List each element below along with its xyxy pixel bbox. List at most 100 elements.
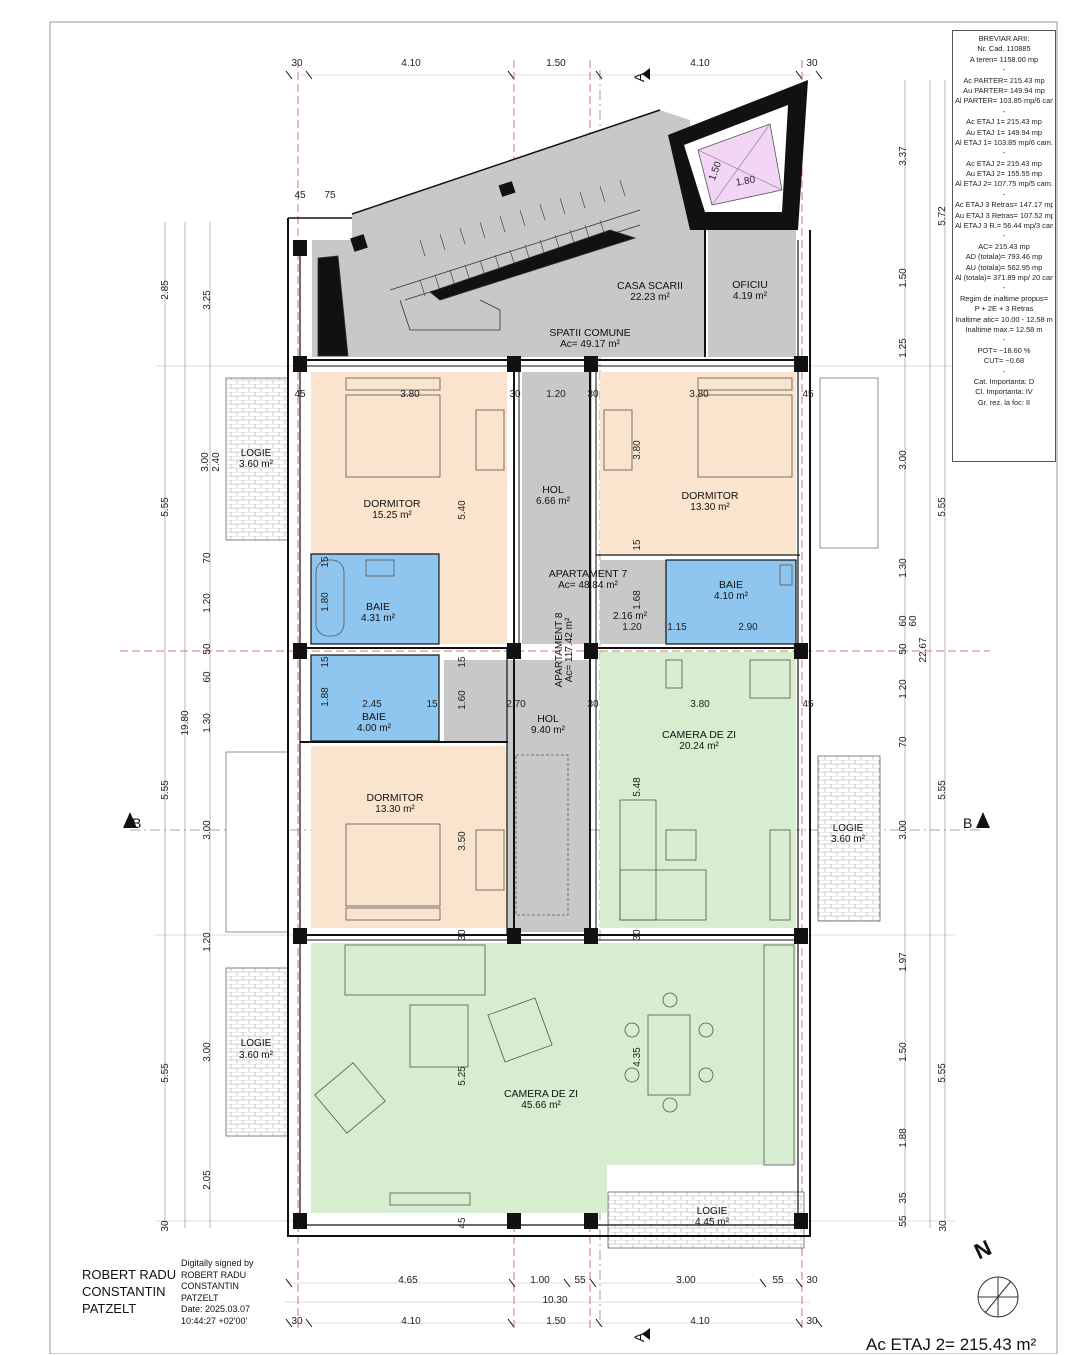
oficiu-fill xyxy=(708,230,796,357)
dim-right: 22.67 xyxy=(918,637,929,662)
area-summary-line: A teren= 1158.00 mp xyxy=(969,54,1039,64)
logie-sw-fill xyxy=(225,967,289,1137)
dim-right-inner: 3.00 xyxy=(898,450,909,470)
room-name-baie-w2: BAIE xyxy=(362,711,386,723)
area-summary-line: Nr. Cad. 110885 xyxy=(977,44,1031,54)
dim-interior: 30 xyxy=(457,929,468,941)
room-area-dormitor-ne: 13.30 m² xyxy=(690,502,730,513)
area-summary-line: AD (totala)= 793.46 mp xyxy=(965,252,1043,262)
dim-bottom2: 1.50 xyxy=(546,1316,566,1327)
dim-right-inner: 1.25 xyxy=(898,338,909,358)
area-summary-line: Inaltime max.= 12.58 m xyxy=(965,324,1043,334)
dim-top: 30 xyxy=(291,58,303,69)
baie-e-fill xyxy=(665,559,797,645)
dim-left-inner: 30 xyxy=(160,1220,171,1232)
hol-8-fill2 xyxy=(507,660,590,932)
dim-interior: 1.60 xyxy=(457,690,468,710)
room-area-hol-8: 9.40 m² xyxy=(531,725,566,736)
room-labels: CASA SCARII 22.23 m² OFICIU 4.19 m² SPAT… xyxy=(239,279,866,1228)
dim-interior: 45 xyxy=(802,699,814,710)
room-name-baie-w1: BAIE xyxy=(366,601,390,613)
room-name-baie-e: BAIE xyxy=(719,579,743,591)
dim-right: 5.55 xyxy=(937,1063,948,1083)
room-name-hol-7: HOL xyxy=(542,484,564,496)
dim-right: 5.55 xyxy=(937,780,948,800)
room-fills xyxy=(225,110,881,1249)
room-area-camera-zi-e: 20.24 m² xyxy=(679,741,719,752)
dim-bottom: 4.65 xyxy=(398,1275,418,1286)
dim-interior: 15 xyxy=(426,699,438,710)
dim-interior: 30 xyxy=(509,389,521,400)
dim-interior: 3.80 xyxy=(689,389,709,400)
dim-interior: 45 xyxy=(802,389,814,400)
dim-interior: 30 xyxy=(587,389,599,400)
dim-interior: 1.88 xyxy=(320,687,331,707)
room-name-oficiu: OFICIU xyxy=(732,279,768,291)
section-label-b-left: B xyxy=(132,815,141,831)
room-name-dormitor-nw: DORMITOR xyxy=(364,498,421,510)
dim-top-small: 45 xyxy=(294,190,306,201)
dim-left-inner: 70 xyxy=(202,552,213,564)
area-summary-line: Al PARTER= 103.85 mp/6 cam. xyxy=(955,96,1053,106)
structural-columns xyxy=(293,181,808,1229)
logie-ne-fill xyxy=(819,377,879,549)
dim-bottom-total: 10.30 xyxy=(542,1295,567,1306)
dim-interior: 1.20 xyxy=(546,389,566,400)
signature-name: ROBERT RADU CONSTANTIN PATZELT xyxy=(82,1266,178,1317)
stair-core-fill xyxy=(312,110,705,357)
area-summary-line: - xyxy=(1002,283,1006,293)
room-area-spatii-comune: Ac= 49.17 m² xyxy=(560,339,620,350)
dim-bottom: 55 xyxy=(574,1275,586,1286)
dim-interior: 15 xyxy=(457,656,468,668)
dim-interior: 1.80 xyxy=(320,592,331,612)
dim-interior: 15 xyxy=(320,656,331,668)
dim-bottom2: 30 xyxy=(291,1316,303,1327)
signature-name-line: PATZELT xyxy=(82,1301,137,1316)
dim-left-inner: 1.30 xyxy=(202,713,213,733)
room-name-logie-nw: LOGIE xyxy=(241,448,272,459)
digital-signature-line: CONSTANTIN xyxy=(181,1281,239,1291)
gridlines-thin xyxy=(155,74,955,1324)
dim-left-inner: 3.25 xyxy=(202,290,213,310)
room-area-dormitor-nw: 15.25 m² xyxy=(372,510,412,521)
dim-interior: 3.80 xyxy=(400,389,420,400)
area-summary-line: Regim de inaltime propus= xyxy=(959,293,1049,303)
digital-signature-line: Digitally signed by xyxy=(181,1258,254,1268)
dim-interior: 1.80 xyxy=(735,174,757,188)
dim-interior: 1.15 xyxy=(667,622,687,633)
dim-top: 4.10 xyxy=(690,58,710,69)
room-area-dormitor-sw: 13.30 m² xyxy=(375,804,415,815)
room-area-apartament-7: Ac= 48.84 m² xyxy=(558,580,618,591)
dim-left-inner: 50 xyxy=(202,643,213,655)
room-area-baie-w2: 4.00 m² xyxy=(357,723,392,734)
dim-top: 30 xyxy=(806,58,818,69)
room-name-logie-w: LOGIE xyxy=(241,1038,272,1049)
room-area-camera-zi-s: 45.66 m² xyxy=(521,1100,561,1111)
area-summary-line: CUT= ~0.68 xyxy=(983,356,1025,366)
camera-zi-s-fill xyxy=(311,943,796,1165)
room-area-baie-e: 4.10 m² xyxy=(714,591,749,602)
dim-interior: 30 xyxy=(587,699,599,710)
area-summary-line: AU (totala)= 562.95 mp xyxy=(965,262,1043,272)
area-summary-line: Al ETAJ 3 R.= 56.44 mp/3 cam. xyxy=(955,221,1053,231)
camera-zi-s-fill2 xyxy=(311,1165,607,1213)
dim-left-inner: 1.20 xyxy=(202,932,213,952)
dim-left-inner: 3.00 xyxy=(202,820,213,840)
dim-left-inner: 60 xyxy=(202,671,213,683)
dim-left: 5.55 xyxy=(160,1063,171,1083)
dim-interior: 15 xyxy=(320,556,331,568)
room-name-camera-zi-s: CAMERA DE ZI xyxy=(504,1088,578,1100)
room-area-logie-w: 3.60 m² xyxy=(239,1050,274,1061)
digital-signature-line: ROBERT RADU xyxy=(181,1269,247,1280)
dim-bottom: 55 xyxy=(772,1275,784,1286)
baie-w1-fill xyxy=(310,553,440,645)
dim-right-inner: 50 xyxy=(898,643,909,655)
dormitor-nw-ext xyxy=(440,554,507,644)
dim-top: 4.10 xyxy=(401,58,421,69)
dim-left-inner: 1.20 xyxy=(202,593,213,613)
room-name-hol-8: HOL xyxy=(537,713,559,725)
room-name-logie-s: LOGIE xyxy=(697,1206,728,1217)
dim-right-inner: 30 xyxy=(938,1220,949,1232)
room-name-dormitor-sw: DORMITOR xyxy=(367,792,424,804)
dim-interior: 2.90 xyxy=(738,622,758,633)
